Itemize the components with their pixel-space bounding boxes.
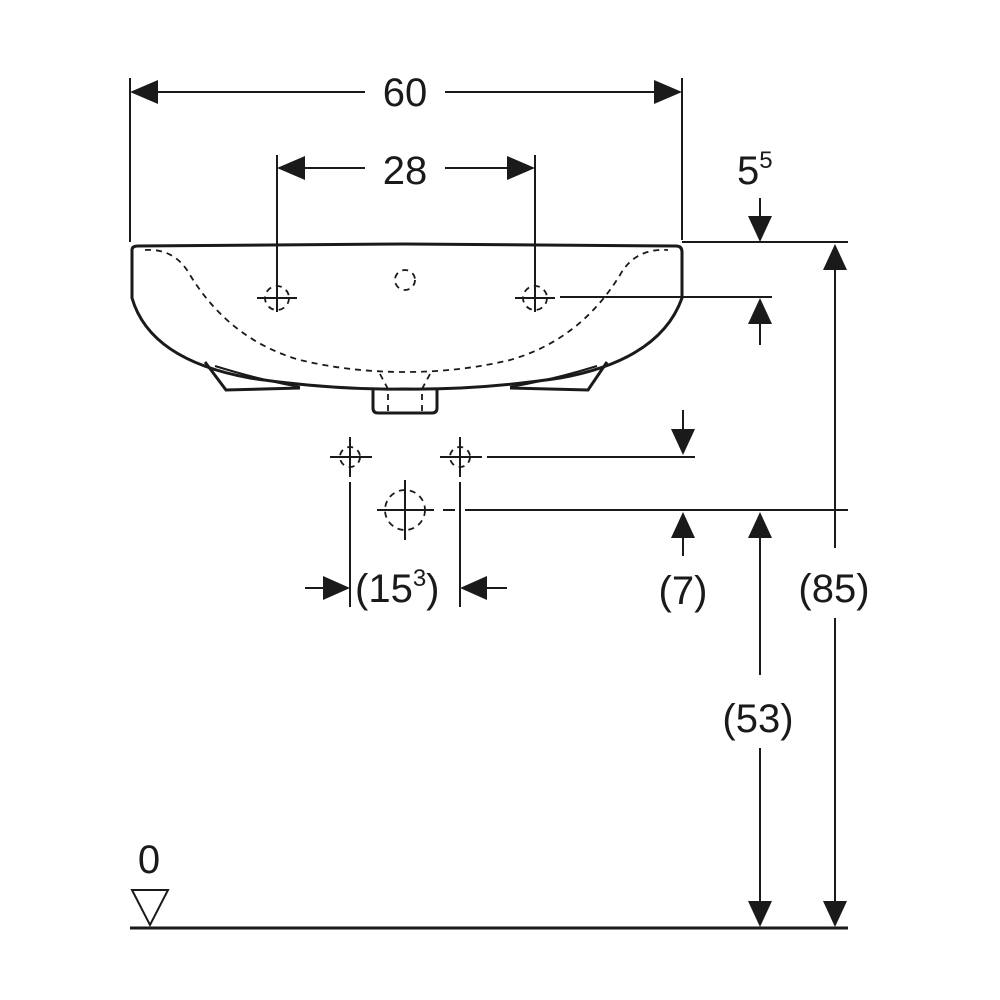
dimension-label-5-sup: 5 — [759, 147, 772, 174]
dimension-label-7: (7) — [659, 569, 708, 613]
floor-level-label: 0 — [138, 838, 160, 882]
dimension-label-28: 28 — [383, 149, 428, 193]
basin-outline — [130, 242, 684, 415]
level-triangle-icon — [130, 889, 170, 928]
dimension-label-15-open: (15 — [355, 567, 413, 611]
svg-text:55: 55 — [737, 147, 773, 193]
supply-right-icon — [440, 437, 482, 607]
overflow-hole-icon — [394, 269, 416, 291]
tap-hole-left-icon — [257, 155, 297, 312]
dimension-rim-height: (85) — [798, 244, 870, 927]
tap-hole-right-icon — [515, 155, 555, 312]
drain-outlet-icon — [377, 480, 434, 540]
supply-left-icon — [330, 437, 372, 607]
dimension-label-15-sup: 3 — [413, 565, 426, 592]
floor-level: 0 — [130, 838, 848, 930]
dimension-supply-spacing: (153) — [305, 565, 507, 611]
dimension-label-53: (53) — [722, 697, 793, 741]
dimension-overall-width: 60 — [129, 71, 683, 242]
dimension-supply-to-drain: (7) — [443, 410, 848, 613]
dimension-drain-height: (53) — [722, 512, 794, 927]
dimension-label-15-close: ) — [426, 567, 439, 611]
dimension-label-60: 60 — [383, 71, 428, 115]
dimension-label-85: (85) — [798, 567, 869, 611]
dimension-rim-to-tap-hole: 55 — [560, 147, 848, 345]
svg-text:(153): (153) — [355, 565, 440, 611]
dimension-label-5: 5 — [737, 149, 759, 193]
dimension-tap-hole-spacing: 28 — [277, 149, 535, 193]
